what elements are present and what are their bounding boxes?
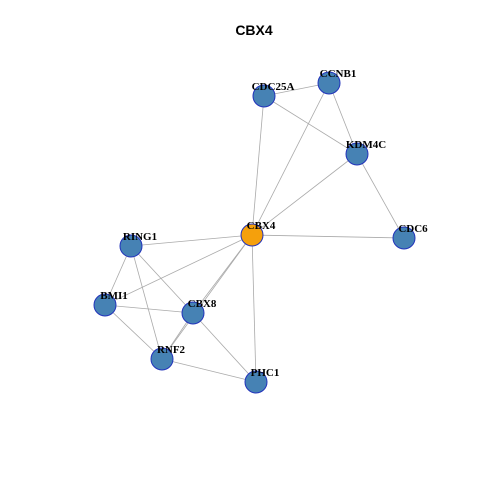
edge-cbx4-cdc6 [251,234,405,239]
node-bmi1 [93,293,117,317]
edge-kdm4c-cdc6 [356,153,405,239]
edge-ccnb1-kdm4c [328,82,358,155]
edge-ring1-cbx8 [130,245,194,314]
edge-bmi1-rnf2 [104,304,163,360]
edge-cbx4-kdm4c [251,153,358,236]
edge-cbx4-rnf2 [161,234,253,360]
node-cbx4 [240,223,264,247]
edge-cbx4-ccnb1 [251,82,330,236]
node-label-rnf2: RNF2 [157,344,186,356]
edge-cbx4-phc1 [251,234,257,383]
node-label-cbx4: CBX4 [247,220,276,232]
edge-ring1-rnf2 [130,245,163,360]
node-phc1 [244,370,268,394]
node-label-ccnb1: CCNB1 [320,68,357,80]
node-label-kdm4c: KDM4C [346,139,386,151]
node-label-ring1: RING1 [123,231,157,243]
node-cdc6 [392,226,416,250]
node-ccnb1 [317,71,341,95]
node-kdm4c [345,142,369,166]
node-label-phc1: PHC1 [251,367,280,379]
node-label-cdc6: CDC6 [398,223,428,235]
diagram-title: CBX4 [235,22,273,38]
node-label-cdc25a: CDC25A [252,81,295,93]
edge-cbx4-bmi1 [104,234,253,306]
edge-cbx4-cdc25a [251,95,265,236]
node-rnf2 [150,347,174,371]
edge-rnf2-phc1 [161,358,257,383]
node-ring1 [119,234,143,258]
edge-cbx4-ring1 [130,234,253,247]
node-cbx8 [181,301,205,325]
node-cdc25a [252,84,276,108]
edge-cdc25a-kdm4c [263,95,358,155]
node-label-bmi1: BMI1 [100,290,128,302]
edge-cbx8-phc1 [192,312,257,383]
edge-bmi1-cbx8 [104,304,194,314]
node-label-cbx8: CBX8 [188,298,217,310]
node-layer [93,71,416,394]
